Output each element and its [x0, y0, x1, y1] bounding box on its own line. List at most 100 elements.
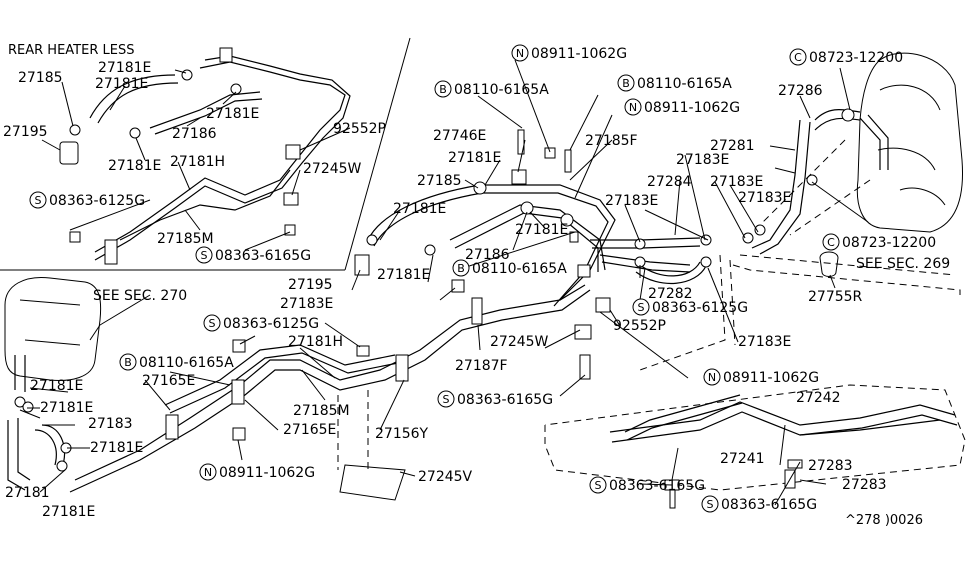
label-27183e: 27183E [676, 152, 729, 168]
label-08363-6165g: 08363-6165G [609, 478, 705, 494]
label-27241-group: 27241 [720, 451, 765, 467]
label-27245v: 27245V [418, 469, 473, 485]
dashed-guide-right [732, 139, 961, 295]
label-27245v-group: 27245V [418, 469, 473, 485]
rear-heater-less-title-group: REAR HEATER LESS [8, 43, 134, 58]
label-08911-1062g-group: N 08911-1062G [624, 98, 740, 116]
label-27183e: 27183E [280, 296, 333, 312]
symbol-circle [203, 314, 221, 332]
label-27181e-group: 27181E [515, 222, 568, 238]
label-08363-6125g: 08363-6125G [49, 193, 145, 209]
dashed-guide-center [639, 254, 736, 371]
label-92552p: 92552P [613, 318, 666, 334]
label-27181e-group: 27181E [40, 400, 93, 416]
label-see-sec-269: SEE SEC. 269 [856, 256, 950, 272]
label-92552p: 92552P [333, 121, 386, 137]
label-08911-1062g: 08911-1062G [644, 100, 740, 116]
label-08911-1062g: 08911-1062G [219, 465, 315, 481]
symbol-circle [789, 48, 807, 66]
label-08363-6165g: 08363-6165G [457, 392, 553, 408]
label-27185m-group: 27185M [293, 403, 350, 419]
rear-pipe-assembly [544, 384, 966, 509]
label-27183e-group: 27183E [738, 190, 791, 206]
symbol-circle [701, 495, 719, 513]
symbol-circle [119, 353, 137, 371]
symbol-circle [511, 44, 529, 62]
label-27165e-group: 27165E [283, 422, 336, 438]
symbol-circle [434, 80, 452, 98]
label-27195: 27195 [3, 124, 48, 140]
label-27181e-group: 27181E [448, 150, 501, 166]
label-27242: 27242 [796, 390, 841, 406]
label-27181e: 27181E [90, 440, 143, 456]
label-27245w: 27245W [303, 161, 362, 177]
label-08723-12200: 08723-12200 [842, 235, 936, 251]
label-27186-group: 27186 [172, 126, 217, 142]
rear-heater-less-pipes [59, 47, 351, 265]
label-27187f-group: 27187F [455, 358, 508, 374]
symbol-circle [589, 476, 607, 494]
symbol-letter: S [638, 301, 645, 314]
label-27181e: 27181E [515, 222, 568, 238]
label-27181e: 27181E [95, 76, 148, 92]
label-27282-group: 27282 [648, 286, 693, 302]
label-27186: 27186 [465, 247, 510, 263]
symbol-letter: N [629, 101, 637, 114]
label-see-sec-270-group: SEE SEC. 270 [93, 288, 187, 304]
leader-lines [19, 59, 869, 506]
symbol-circle [29, 191, 47, 209]
symbol-letter: B [124, 356, 132, 369]
label-27245w-group: 27245W [303, 161, 362, 177]
label-27185-group: 27185 [18, 70, 63, 86]
rear-heater-less-title: REAR HEATER LESS [8, 43, 134, 58]
label-08110-6165a: 08110-6165A [454, 82, 549, 98]
label-27283-group: 27283 [808, 458, 853, 474]
label-27185f: 27185F [585, 133, 638, 149]
label-08363-6125g: 08363-6125G [652, 300, 748, 316]
label-08363-6165g: 08363-6165G [721, 497, 817, 513]
label-27156y-group: 27156Y [375, 426, 429, 442]
label-08363-6125g-group: S 08363-6125G [29, 191, 145, 209]
lower-hoses [7, 284, 591, 501]
label-27286: 27286 [778, 83, 823, 99]
symbol-circle [199, 463, 217, 481]
label-27195-group: 27195 [288, 277, 333, 293]
label-27241: 27241 [720, 451, 765, 467]
symbol-letter: C [827, 236, 835, 249]
label-27746e-group: 27746E [433, 128, 486, 144]
label-27284-group: 27284 [647, 174, 692, 190]
symbol-circle [822, 233, 840, 251]
label-27181e: 27181E [98, 60, 151, 76]
dashed-guide-lower-left [337, 390, 369, 470]
symbol-letter: B [622, 77, 630, 90]
label-27183e: 27183E [710, 174, 763, 190]
label-08723-12200: 08723-12200 [809, 50, 903, 66]
symbol-circle [632, 298, 650, 316]
label-27181-group: 27181 [5, 485, 50, 501]
label-27181e-group: 27181E [206, 106, 259, 122]
label-27185-group: 27185 [417, 173, 462, 189]
label-27183e-group: 27183E [710, 174, 763, 190]
label-27183: 27183 [88, 416, 133, 432]
label-27242-group: 27242 [796, 390, 841, 406]
label-27181h-group: 27181H [170, 154, 225, 170]
label-see-sec-270: SEE SEC. 270 [93, 288, 187, 304]
label-92552p-group: 92552P [613, 318, 666, 334]
label-27185: 27185 [417, 173, 462, 189]
symbol-letter: N [708, 371, 716, 384]
label-27183e-group: 27183E [738, 334, 791, 350]
label-27282: 27282 [648, 286, 693, 302]
label-27245w-group: 27245W [490, 334, 549, 350]
label-27186: 27186 [172, 126, 217, 142]
label-27195: 27195 [288, 277, 333, 293]
symbol-letter: S [35, 194, 42, 207]
label-27195-group: 27195 [3, 124, 48, 140]
